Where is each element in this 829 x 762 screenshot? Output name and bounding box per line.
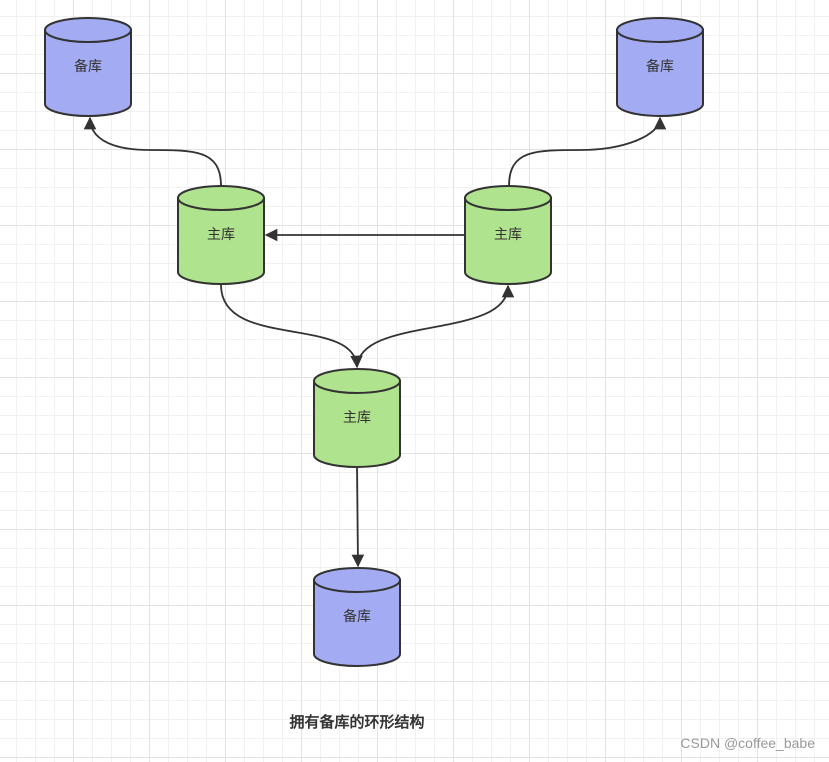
diagram-caption: 拥有备库的环形结构 <box>289 713 425 731</box>
edge-master-center-to-standby-bottom <box>351 466 365 568</box>
master-db-left-label: 主库 <box>207 227 235 243</box>
standby-db-bottom-label: 备库 <box>343 609 371 625</box>
edge-master-left-to-master-center <box>220 284 363 369</box>
master-db-right-label: 主库 <box>494 227 522 243</box>
standby-db-top-left <box>44 17 132 117</box>
master-db-left <box>177 185 265 285</box>
standby-db-bottom <box>313 567 401 667</box>
edge-master-right-to-standby-top-right <box>508 116 667 187</box>
master-db-center-label: 主库 <box>343 410 371 426</box>
standby-db-top-right-label: 备库 <box>646 59 674 75</box>
standby-db-top-right <box>616 17 704 117</box>
master-db-center <box>313 368 401 468</box>
edge-master-left-to-standby-top-left <box>83 116 222 187</box>
master-db-right <box>464 185 552 285</box>
standby-db-top-left-label: 备库 <box>74 59 102 75</box>
watermark: CSDN @coffee_babe <box>680 735 815 751</box>
edge-master-center-to-master-right <box>356 284 515 368</box>
